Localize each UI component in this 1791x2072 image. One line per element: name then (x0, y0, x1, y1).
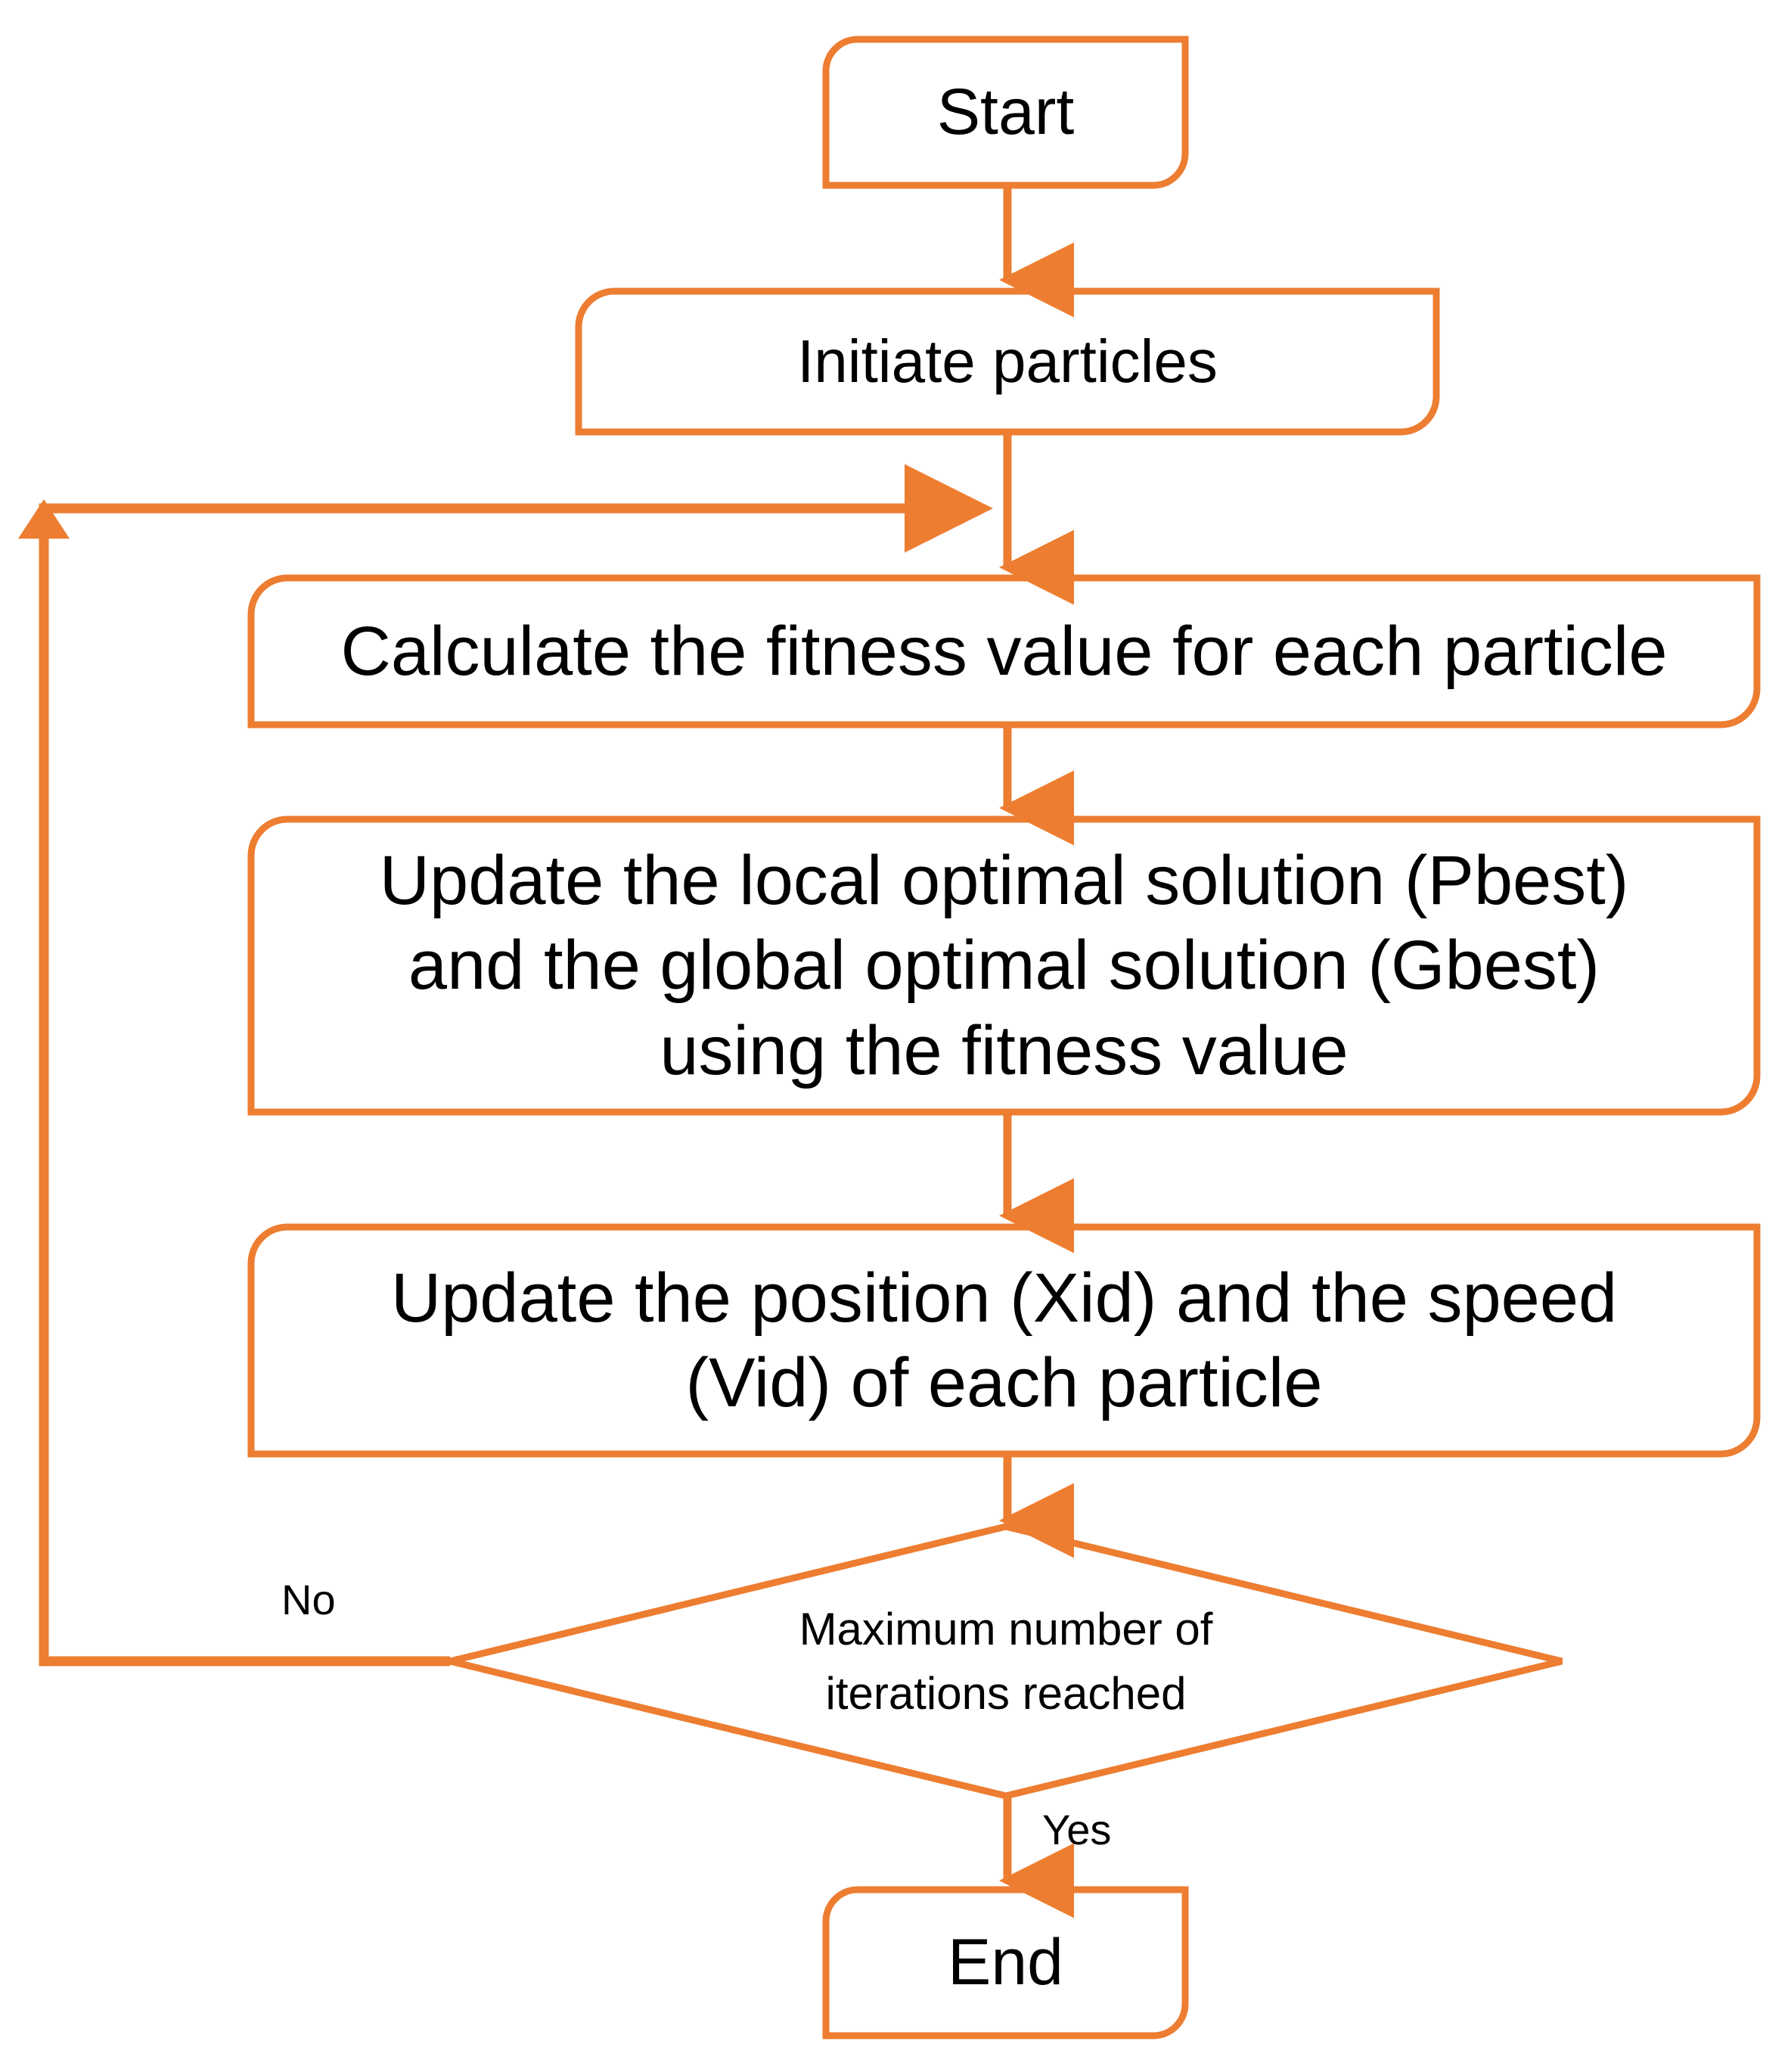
edge-decision-no-loop (39, 464, 993, 1667)
node-initiate-shape[interactable] (575, 287, 1440, 436)
loop-up-arrowhead-icon (18, 499, 70, 539)
node-update-pos-shape[interactable] (247, 1223, 1761, 1458)
node-end-shape[interactable] (822, 1886, 1189, 2039)
node-start-shape[interactable] (822, 36, 1189, 189)
node-calculate-shape[interactable] (247, 574, 1761, 728)
node-update-best-shape[interactable] (247, 815, 1761, 1116)
node-decision-shape[interactable] (449, 1523, 1563, 1800)
edge-label-yes: Yes (1042, 1806, 1112, 1853)
edge-label-no: No (281, 1576, 336, 1623)
